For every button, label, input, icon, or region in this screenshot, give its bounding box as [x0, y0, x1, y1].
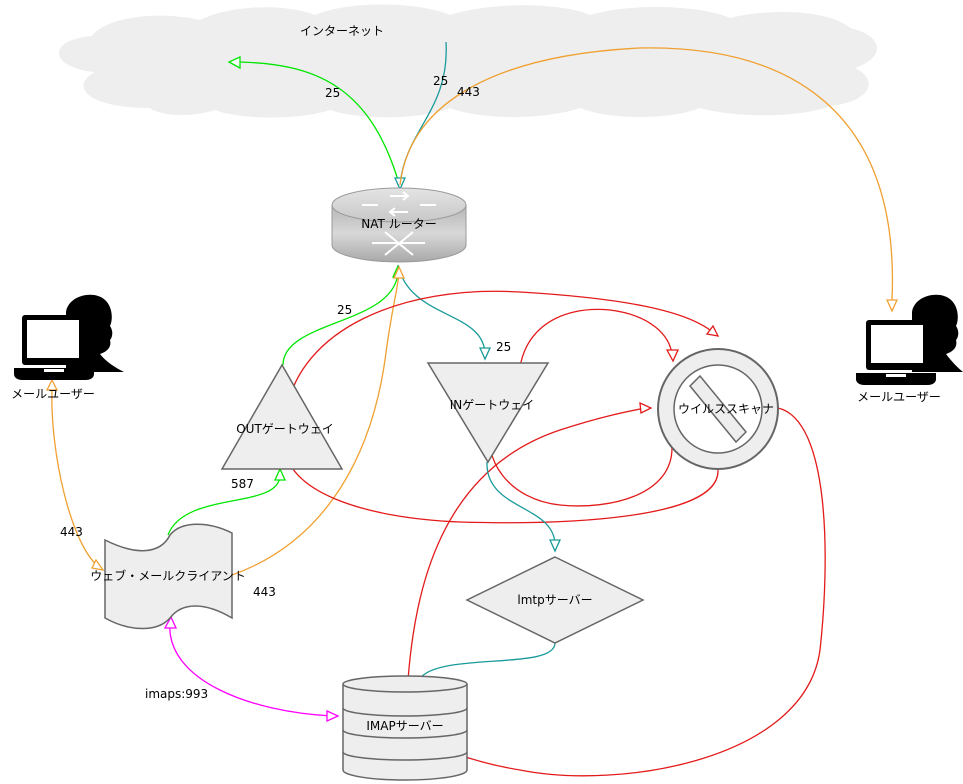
- in-gateway-node[interactable]: INゲートウェイ: [426, 362, 550, 464]
- edge-imap-to-scanner: [407, 401, 653, 681]
- prohibited-icon: [688, 374, 748, 444]
- edge-label-443: 443: [457, 85, 480, 99]
- lmtp-server-node[interactable]: lmtpサーバー: [465, 556, 645, 644]
- edge-in-gateway-to-lmtp: [486, 461, 562, 553]
- virus-scanner-label: ウイルススキャナ: [678, 402, 774, 416]
- mail-user-icon: [14, 294, 124, 380]
- in-gateway-label: INゲートウェイ: [450, 398, 535, 412]
- edge-out-gateway-to-scanner: [285, 290, 720, 413]
- mail-user-icon: [856, 294, 963, 385]
- edge-in-gateway-to-scanner: [518, 308, 680, 401]
- imap-server-node[interactable]: IMAPサーバー: [342, 675, 468, 781]
- edge-label-443: 443: [60, 525, 83, 539]
- mail-user-left-node[interactable]: メールユーザー: [11, 294, 124, 401]
- edge-label-25: 25: [337, 303, 352, 317]
- edge-label-25: 25: [325, 86, 340, 100]
- nat-router-label: NAT ルーター: [361, 217, 436, 231]
- edge-label-25: 25: [496, 340, 511, 354]
- webmail-client-node[interactable]: ウェブ・メールクライアント: [90, 523, 246, 630]
- edge-label-443: 443: [253, 585, 276, 599]
- mail-user-right-node[interactable]: メールユーザー: [856, 294, 963, 404]
- out-gateway-node[interactable]: OUTゲートウェイ: [220, 363, 344, 470]
- edge-label-587: 587: [231, 477, 254, 491]
- internet-cloud: インターネット: [58, 4, 877, 118]
- edge-nat-to-in-gateway-25: [397, 264, 492, 361]
- nat-router-node[interactable]: NAT ルーター: [331, 187, 467, 263]
- edge-webmail-to-imap-993: [163, 615, 340, 723]
- edge-label-imaps-993: imaps:993: [145, 687, 208, 701]
- mail-user-left-label: メールユーザー: [11, 387, 95, 401]
- out-gateway-label: OUTゲートウェイ: [236, 422, 334, 436]
- edge-webmail-to-out-gateway-587: [167, 467, 287, 536]
- edge-nat-to-mail-user-443: [399, 47, 899, 313]
- internet-label: インターネット: [300, 24, 384, 38]
- lmtp-server-label: lmtpサーバー: [517, 593, 592, 607]
- edge-label-25: 25: [433, 74, 448, 88]
- mail-user-right-label: メールユーザー: [857, 390, 941, 404]
- edge-scanner-to-in-gateway: [485, 413, 673, 507]
- virus-scanner-node[interactable]: ウイルススキャナ: [657, 348, 779, 470]
- edge-webmail-to-nat-443: [231, 265, 406, 576]
- edge-mail-user-to-webmail-443: [45, 378, 105, 571]
- edge-scanner-to-out-gateway: [278, 437, 719, 524]
- router-arrows-icon: [362, 191, 436, 256]
- webmail-client-label: ウェブ・メールクライアント: [90, 568, 246, 583]
- edge-nat-to-internet-25: [227, 55, 399, 181]
- imap-server-label: IMAPサーバー: [366, 719, 443, 733]
